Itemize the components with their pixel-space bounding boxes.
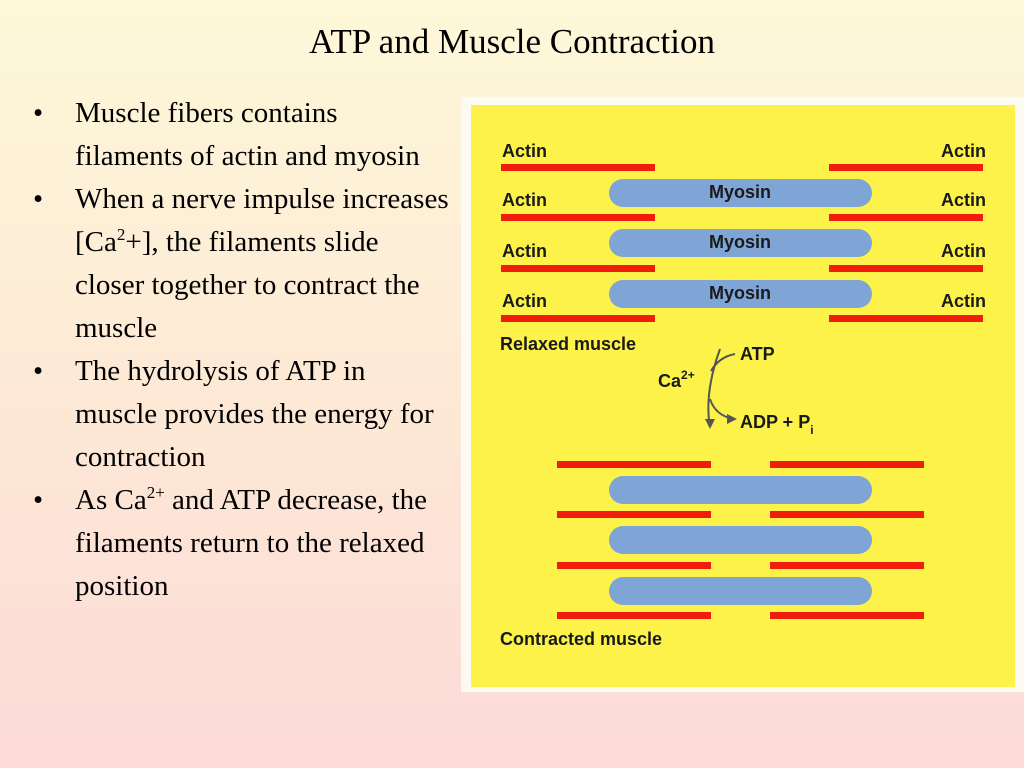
bullet-text: The hydrolysis of ATP in muscle provides… xyxy=(75,355,434,473)
actin-filament xyxy=(557,461,711,468)
actin-filament xyxy=(829,265,983,272)
myosin-label: Myosin xyxy=(709,182,771,202)
actin-label: Actin xyxy=(502,190,547,210)
actin-label: Actin xyxy=(941,291,986,311)
actin-filament xyxy=(770,562,924,569)
bullet-dot: • xyxy=(33,355,44,387)
actin-filament xyxy=(829,315,983,322)
actin-label: Actin xyxy=(502,241,547,261)
actin-filament xyxy=(501,164,655,171)
bullet-text-part: When a nerve impulse increases [Ca xyxy=(75,183,449,258)
actin-filament xyxy=(829,164,983,171)
actin-filament xyxy=(501,265,655,272)
calcium-symbol: Ca xyxy=(658,371,682,391)
actin-filament xyxy=(770,461,924,468)
myosin-filament xyxy=(609,526,872,554)
bullet-text: Muscle fibers contains filaments of acti… xyxy=(75,97,420,172)
superscript: 2+ xyxy=(146,483,165,502)
atp-label: ATP xyxy=(740,344,775,364)
relaxed-myosin-group xyxy=(609,179,872,308)
arrowhead-icon xyxy=(727,414,737,424)
bullet-text: When a nerve impulse increases [Ca2+], t… xyxy=(75,183,449,344)
myosin-filament xyxy=(609,179,872,207)
bullet-text-part: As Ca xyxy=(75,484,147,516)
bullet-item: • Muscle fibers contains filaments of ac… xyxy=(30,92,450,178)
contracted-muscle-label: Contracted muscle xyxy=(500,629,662,649)
adp-text: ADP + P xyxy=(740,412,810,432)
actin-label: Actin xyxy=(502,141,547,161)
bullet-dot: • xyxy=(33,97,44,129)
atp-input-arrow xyxy=(710,353,736,372)
contracted-myosin-group xyxy=(609,476,872,605)
relaxed-muscle-label: Relaxed muscle xyxy=(500,334,636,354)
actin-label: Actin xyxy=(502,291,547,311)
actin-filament xyxy=(501,315,655,322)
bullet-text: As Ca2+ and ATP decrease, the filaments … xyxy=(75,484,427,602)
bullet-list: • Muscle fibers contains filaments of ac… xyxy=(30,92,450,608)
bullet-item: • As Ca2+ and ATP decrease, the filament… xyxy=(30,479,450,608)
bullet-text-part: and ATP decrease, the filaments return t… xyxy=(75,484,428,602)
actin-filament xyxy=(829,214,983,221)
actin-filament xyxy=(557,511,711,518)
myosin-filament xyxy=(609,229,872,257)
actin-filament xyxy=(770,612,924,619)
bullet-item: • When a nerve impulse increases [Ca2+],… xyxy=(30,178,450,350)
adp-label: ADP + Pi xyxy=(740,412,814,437)
myosin-filament xyxy=(609,577,872,605)
actin-label: Actin xyxy=(941,241,986,261)
myosin-filament xyxy=(609,476,872,504)
actin-filament xyxy=(557,612,711,619)
bullet-item: • The hydrolysis of ATP in muscle provid… xyxy=(30,350,450,479)
calcium-charge: 2+ xyxy=(681,368,695,382)
sarcomere-diagram: Actin Actin Actin Actin Actin Actin Acti… xyxy=(471,105,1015,687)
sarcomere-figure: Actin Actin Actin Actin Actin Actin Acti… xyxy=(461,97,1024,692)
actin-filament xyxy=(557,562,711,569)
slide-title: ATP and Muscle Contraction xyxy=(308,22,715,61)
contracted-actin-group xyxy=(557,461,924,619)
calcium-label: Ca2+ xyxy=(658,368,695,391)
actin-filament xyxy=(501,214,655,221)
bullet-dot: • xyxy=(33,183,44,215)
bullet-text-part: +], the filaments slide closer together … xyxy=(75,226,420,344)
arrowhead-icon xyxy=(705,419,715,429)
pi-subscript: i xyxy=(810,423,813,437)
myosin-label: Myosin xyxy=(709,232,771,252)
relaxed-actin-group xyxy=(501,164,983,322)
bullet-dot: • xyxy=(33,484,44,516)
myosin-label: Myosin xyxy=(709,283,771,303)
actin-label: Actin xyxy=(941,141,986,161)
superscript: 2 xyxy=(116,225,126,244)
myosin-filament xyxy=(609,280,872,308)
actin-filament xyxy=(770,511,924,518)
actin-label: Actin xyxy=(941,190,986,210)
